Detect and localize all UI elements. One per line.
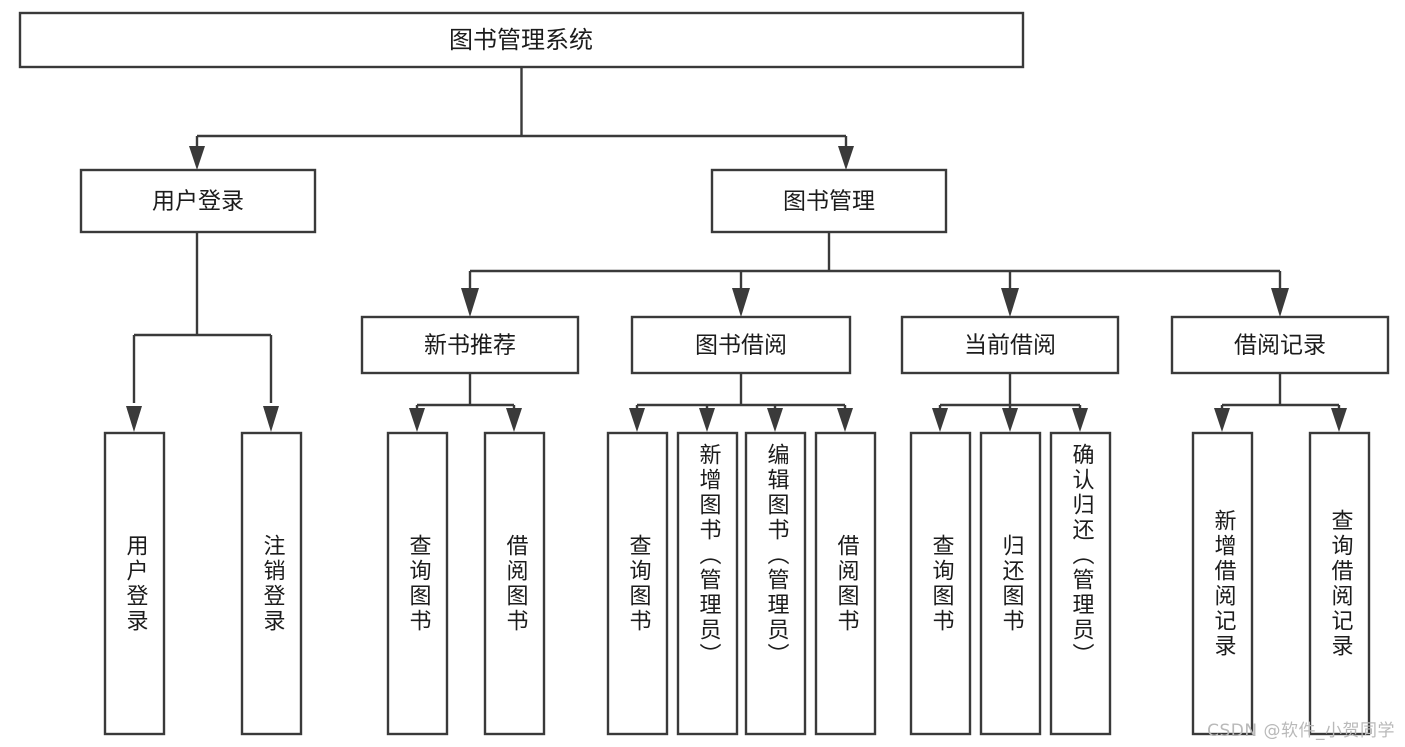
node-borrow-record-label: 借阅记录 — [1234, 333, 1326, 359]
connector-book-manage-to-level3 — [461, 232, 1289, 317]
connector-current-borrow-to-leaves — [932, 373, 1088, 432]
leaf-node-query-book-recommend[interactable] — [386, 431, 449, 736]
connector-borrow-record-to-leaves — [1214, 373, 1347, 432]
node-root[interactable]: 图书管理系统 — [18, 11, 1025, 69]
node-user-login[interactable]: 用户登录 — [79, 168, 317, 234]
leaf-node-confirm-return-admin[interactable] — [1049, 431, 1112, 736]
leaf-node-logout[interactable] — [240, 431, 303, 736]
leaf-node-add-borrow-record[interactable] — [1191, 431, 1254, 736]
leaf-node-return-book[interactable] — [979, 431, 1042, 736]
connector-book-borrow-to-leaves — [629, 373, 853, 432]
node-user-login-label: 用户登录 — [152, 189, 244, 215]
node-book-borrow[interactable]: 图书借阅 — [630, 315, 852, 375]
node-book-borrow-label: 图书借阅 — [695, 333, 787, 359]
node-root-label: 图书管理系统 — [449, 26, 593, 54]
node-book-manage-label: 图书管理 — [783, 189, 875, 215]
connector-root-to-level2 — [189, 67, 854, 170]
leaf-node-user-login[interactable] — [103, 431, 166, 736]
leaf-node-borrow-book[interactable] — [814, 431, 877, 736]
node-new-book-recommend[interactable]: 新书推荐 — [360, 315, 580, 375]
leaf-node-edit-book-admin[interactable] — [744, 431, 807, 736]
node-book-manage[interactable]: 图书管理 — [710, 168, 948, 234]
leaf-node-add-book-admin[interactable] — [676, 431, 739, 736]
leaf-node-query-book-borrow[interactable] — [606, 431, 669, 736]
connector-new-book-to-leaves — [409, 373, 522, 432]
connector-user-login-to-leaves — [126, 232, 279, 432]
node-current-borrow-label: 当前借阅 — [964, 333, 1056, 359]
node-new-book-recommend-label: 新书推荐 — [424, 333, 516, 359]
node-borrow-record[interactable]: 借阅记录 — [1170, 315, 1390, 375]
watermark-text: CSDN @软件_小贺同学 — [1207, 721, 1395, 741]
node-current-borrow[interactable]: 当前借阅 — [900, 315, 1120, 375]
leaf-node-query-book-current[interactable] — [909, 431, 972, 736]
leaf-node-borrow-book-recommend[interactable] — [483, 431, 546, 736]
leaf-node-query-borrow-record[interactable] — [1308, 431, 1371, 736]
